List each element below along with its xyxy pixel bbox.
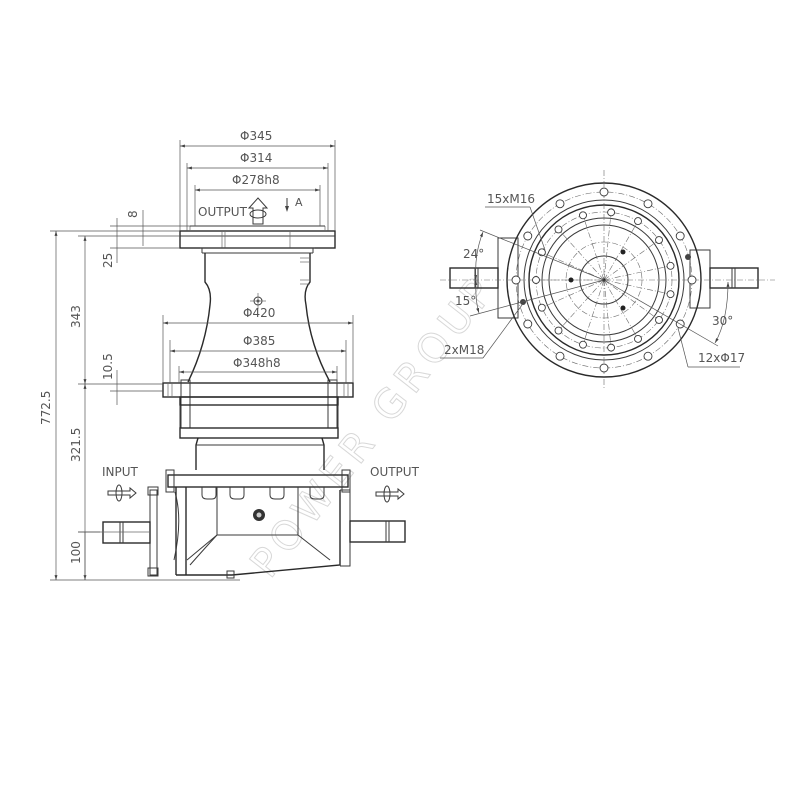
tapped-hole: [579, 340, 587, 349]
svg-text:OUTPUT: OUTPUT: [198, 205, 248, 219]
svg-text:100: 100: [69, 541, 83, 564]
tapped-hole: [607, 208, 616, 217]
bolt-hole: [643, 351, 653, 361]
angle-15: 15°: [455, 279, 605, 317]
tapped-hole: [537, 303, 546, 312]
svg-text:24°: 24°: [463, 247, 484, 261]
svg-text:30°: 30°: [712, 314, 733, 328]
tapped-hole: [655, 316, 663, 324]
tapped-hole: [554, 326, 563, 335]
tapped-hole: [655, 236, 663, 244]
rotation-arrow-up-icon: [247, 197, 269, 225]
svg-text:Φ314: Φ314: [240, 151, 272, 165]
svg-text:Φ385: Φ385: [243, 334, 275, 348]
svg-text:321.5: 321.5: [69, 428, 83, 462]
height-dimensions: 772.5 343 321.5 100 25 8 10.5: [39, 210, 240, 581]
svg-text:POWER GROUP: POWER GROUP: [242, 266, 506, 586]
svg-text:8: 8: [126, 210, 140, 218]
tapped-hole: [532, 276, 540, 284]
svg-text:Φ278h8: Φ278h8: [232, 173, 280, 187]
view-arrow-down-icon: [285, 198, 289, 212]
outer-bolt-holes: [511, 187, 697, 373]
tapped-hole: [634, 217, 642, 226]
svg-text:343: 343: [69, 305, 83, 328]
right-shaft-end: [709, 267, 759, 289]
top-diameter-dimensions: Φ345 Φ314 Φ278h8: [179, 129, 336, 231]
callout-2xM18: 2xM18: [440, 304, 523, 359]
mid-flange: [162, 379, 354, 470]
svg-text:Φ420: Φ420: [243, 306, 275, 320]
tapped-hole: [666, 261, 675, 270]
tapped-hole: [634, 334, 642, 343]
callout-12xPhi17: 12xΦ17: [677, 327, 745, 368]
svg-text:A: A: [295, 196, 303, 209]
svg-text:12xΦ17: 12xΦ17: [698, 351, 745, 365]
bolt-hole: [687, 275, 697, 285]
bolt-hole: [643, 199, 653, 209]
top-view: 15xM16 2xM18 12xΦ17 24° 15° 30°: [440, 170, 775, 390]
svg-text:25: 25: [101, 253, 115, 268]
svg-text:15°: 15°: [455, 294, 476, 308]
tapped-hole: [579, 211, 587, 220]
bolt-hole: [523, 319, 533, 329]
bolt-hole: [675, 231, 685, 241]
svg-text:772.5: 772.5: [39, 391, 53, 425]
bolt-hole: [555, 199, 565, 209]
svg-text:2xM18: 2xM18: [444, 343, 484, 357]
mid-diameter-dimensions: Φ420 Φ385 Φ348h8: [162, 306, 354, 383]
bolt-hole: [599, 187, 609, 197]
top-flange: [179, 225, 336, 254]
svg-text:15xM16: 15xM16: [487, 192, 535, 206]
bolt-hole: [599, 363, 609, 373]
inner-tapped-holes: [532, 208, 675, 352]
bolt-hole: [523, 231, 533, 241]
callout-15xM16: 15xM16: [485, 192, 546, 251]
rotation-arrow-right-icon: [375, 485, 405, 503]
gearbox-housing: [147, 469, 351, 579]
side-view: OUTPUT A INPUT OUTPUT: [39, 129, 420, 581]
angle-24: 24°: [463, 229, 605, 281]
input-shaft: [78, 521, 151, 544]
neck-housing: [187, 253, 331, 383]
svg-text:Φ345: Φ345: [240, 129, 272, 143]
bolt-hole: [555, 351, 565, 361]
svg-text:INPUT: INPUT: [102, 465, 139, 479]
bolt-hole: [511, 275, 521, 285]
watermark: POWER GROUP: [241, 265, 506, 586]
rotation-arrow-right-icon: [107, 484, 137, 502]
output-shaft: [349, 520, 406, 543]
tapped-hole: [554, 225, 563, 234]
radial-centerlines: [532, 208, 675, 352]
tapped-hole: [666, 290, 675, 299]
svg-text:Φ348h8: Φ348h8: [233, 356, 281, 370]
svg-text:10.5: 10.5: [101, 353, 115, 380]
angle-30: 30°: [603, 279, 733, 347]
tapped-hole: [607, 343, 616, 352]
svg-text:OUTPUT: OUTPUT: [370, 465, 420, 479]
side-output-label: OUTPUT: [370, 465, 420, 503]
input-label: INPUT: [102, 465, 139, 502]
top-output-label: OUTPUT A: [198, 196, 303, 225]
